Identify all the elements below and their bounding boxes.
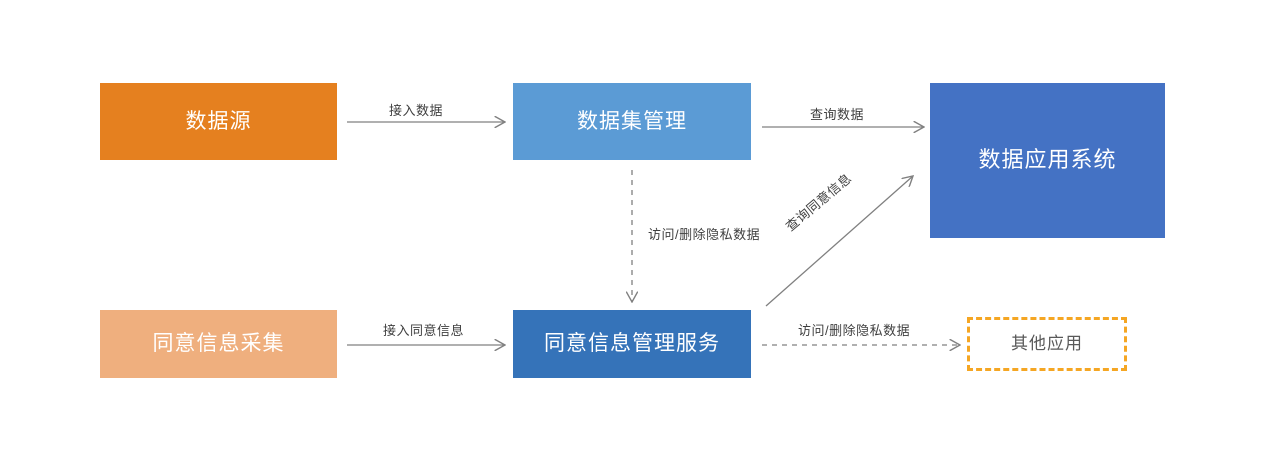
edge-label-ingest-data: 接入数据 (389, 103, 444, 118)
node-data-application-system-label: 数据应用系统 (978, 147, 1117, 173)
node-consent-information-collection-label: 同意信息采集 (152, 332, 285, 356)
node-consent-information-collection[interactable]: 同意信息采集 (100, 310, 337, 378)
node-data-application-system[interactable]: 数据应用系统 (930, 83, 1165, 238)
edge-label-access-delete-private-data-horizontal: 访问/删除隐私数据 (798, 323, 911, 338)
node-dataset-management[interactable]: 数据集管理 (513, 83, 751, 160)
node-data-source-label: 数据源 (185, 109, 252, 133)
node-data-source[interactable]: 数据源 (100, 83, 337, 160)
node-other-applications[interactable]: 其他应用 (967, 317, 1127, 371)
node-other-applications-label: 其他应用 (1011, 333, 1083, 353)
edge-label-access-delete-private-data-vertical: 访问/删除隐私数据 (648, 227, 761, 242)
node-dataset-management-label: 数据集管理 (577, 109, 687, 133)
node-consent-information-management-service-label: 同意信息管理服务 (544, 332, 720, 356)
edge-label-query-data: 查询数据 (810, 107, 865, 122)
node-consent-information-management-service[interactable]: 同意信息管理服务 (513, 310, 751, 378)
edge-label-ingest-consent-info: 接入同意信息 (383, 323, 465, 338)
edge-query-consent-info-diagonal (765, 176, 913, 307)
